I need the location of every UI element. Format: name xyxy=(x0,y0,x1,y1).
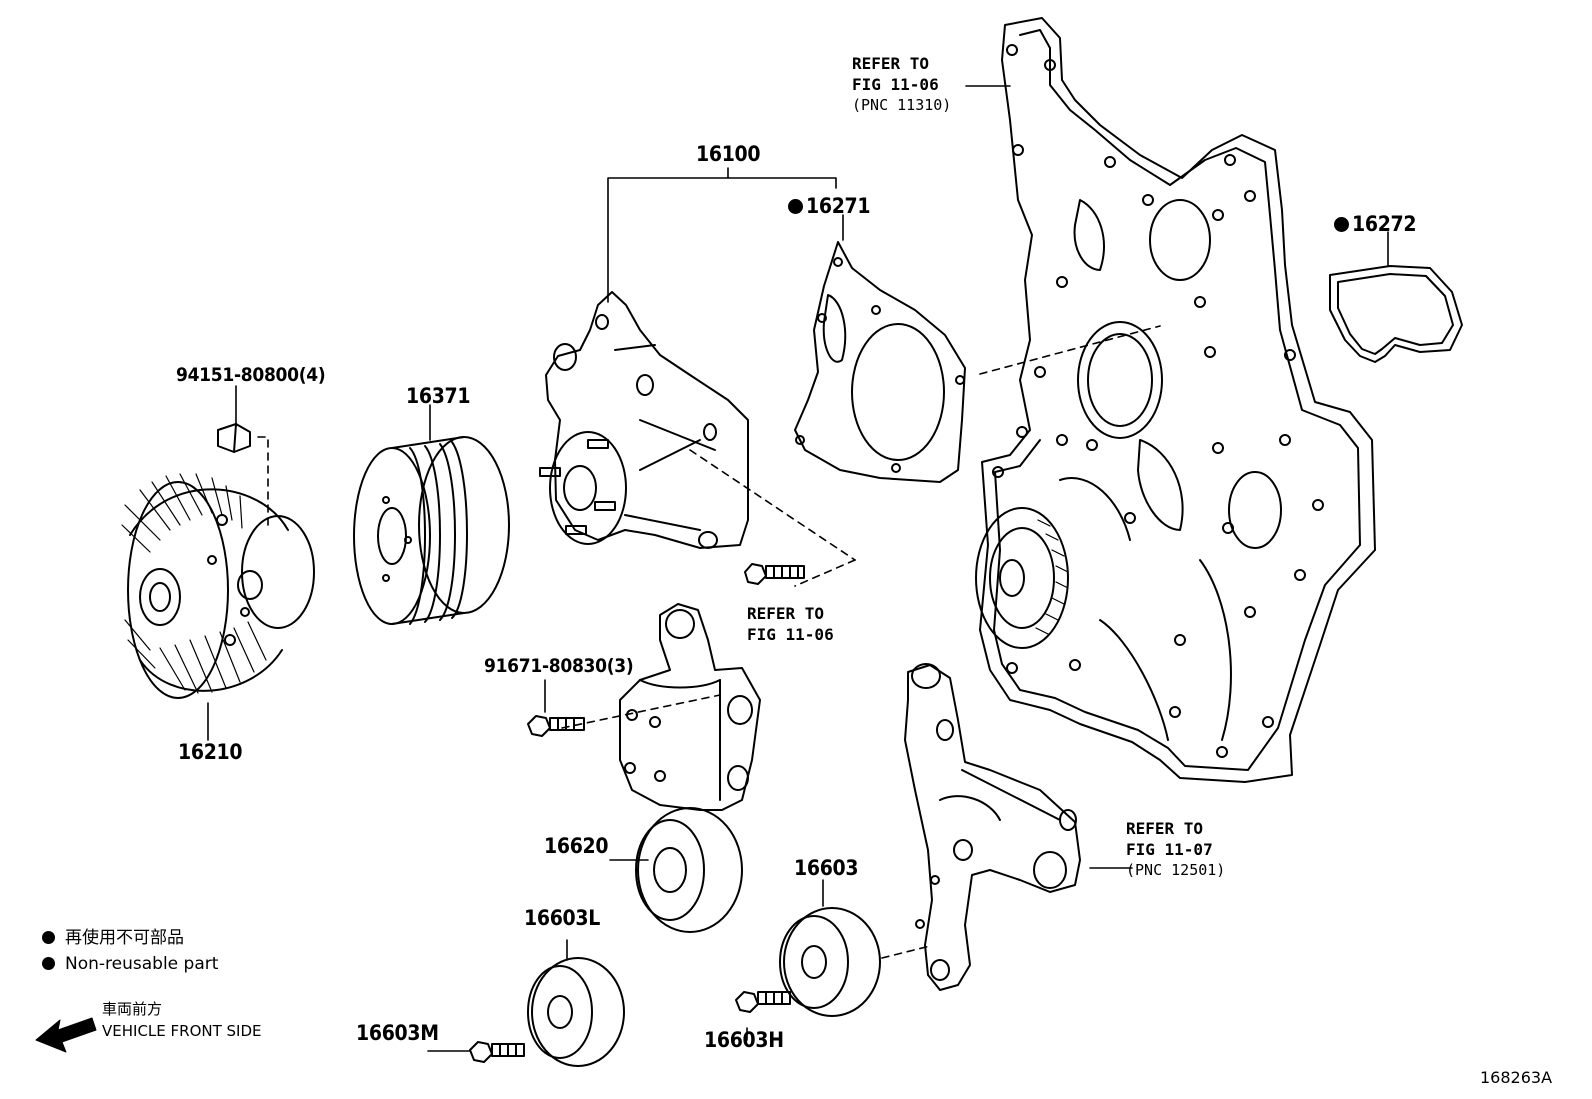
leader-lines xyxy=(207,85,1389,1052)
label-idler-lower: 16603L xyxy=(524,906,600,930)
label-fan-clutch: 16210 xyxy=(178,740,243,764)
refer-callout-top: REFER TO FIG 11-06 (PNC 11310) xyxy=(852,53,951,116)
label-pump-gasket: 16271 xyxy=(788,194,871,218)
legend-row-jp: 再使用不可部品 xyxy=(42,925,218,951)
legend: 再使用不可部品 Non-reusable part xyxy=(42,925,218,977)
cover-bolt-holes xyxy=(992,44,1324,758)
idler-lower-part xyxy=(527,957,625,1067)
refer-line-2: FIG 11-07 xyxy=(1126,840,1213,859)
vehicle-front-label: 車両前方 VEHICLE FRONT SIDE xyxy=(102,998,262,1042)
fan-nut-part xyxy=(217,423,251,453)
label-tensioner: 16620 xyxy=(544,834,609,858)
label-water-pump-assy: 16100 xyxy=(696,142,761,166)
refer-line-1: REFER TO xyxy=(1126,819,1204,838)
dashed-alignment-lines xyxy=(257,325,1161,959)
label-bolt-m: 16603M xyxy=(356,1021,439,1045)
timing-cover-part xyxy=(975,17,1376,783)
label-fan-bolt: 94151-80800(4) xyxy=(176,364,326,386)
pump-bolt-part xyxy=(744,563,805,585)
idler-upper-part xyxy=(779,907,881,1017)
crank-pulley-ribs xyxy=(1035,519,1069,635)
pump-gasket-part xyxy=(794,241,966,483)
alternator-bracket-part xyxy=(904,663,1081,991)
label-idler-upper: 16603 xyxy=(794,856,859,880)
refer-line-1: REFER TO xyxy=(747,604,825,623)
label-pulley: 16371 xyxy=(406,384,471,408)
non-reusable-dot-icon xyxy=(788,199,803,214)
pulley-part xyxy=(353,436,510,625)
front-label-jp: 車両前方 xyxy=(102,1000,163,1018)
bolt-m-part xyxy=(469,1041,525,1063)
label-tensioner-bolt: 91671-80830(3) xyxy=(484,655,634,677)
refer-line-2: FIG 11-06 xyxy=(747,625,834,644)
figure-id: 168263A xyxy=(1480,1068,1553,1087)
label-bolt-h: 16603H xyxy=(704,1028,784,1052)
refer-callout-mid: REFER TO FIG 11-06 xyxy=(747,603,834,645)
fan-clutch-part xyxy=(121,473,315,699)
refer-callout-right: REFER TO FIG 11-07 (PNC 12501) xyxy=(1126,818,1225,881)
cover-gasket-part xyxy=(1329,265,1463,363)
label-cover-gasket: 16272 xyxy=(1334,212,1417,236)
tensioner-part xyxy=(619,603,761,811)
vehicle-front-arrow-icon xyxy=(35,1017,97,1053)
bolt-h-part xyxy=(735,991,791,1013)
refer-line-2: FIG 11-06 xyxy=(852,75,939,94)
refer-line-3: (PNC 12501) xyxy=(1126,861,1226,879)
tensioner-pulley-part xyxy=(635,807,743,933)
water-pump-part xyxy=(539,291,749,549)
tensioner-bolt-part xyxy=(527,715,585,737)
non-reusable-dot-icon xyxy=(42,957,55,970)
refer-line-1: REFER TO xyxy=(852,54,930,73)
legend-row-en: Non-reusable part xyxy=(42,951,218,977)
front-label-en: VEHICLE FRONT SIDE xyxy=(102,1022,262,1040)
non-reusable-dot-icon xyxy=(1334,217,1349,232)
non-reusable-dot-icon xyxy=(42,931,55,944)
fan-clutch-fins xyxy=(121,473,267,694)
refer-line-3: (PNC 11310) xyxy=(852,96,952,114)
